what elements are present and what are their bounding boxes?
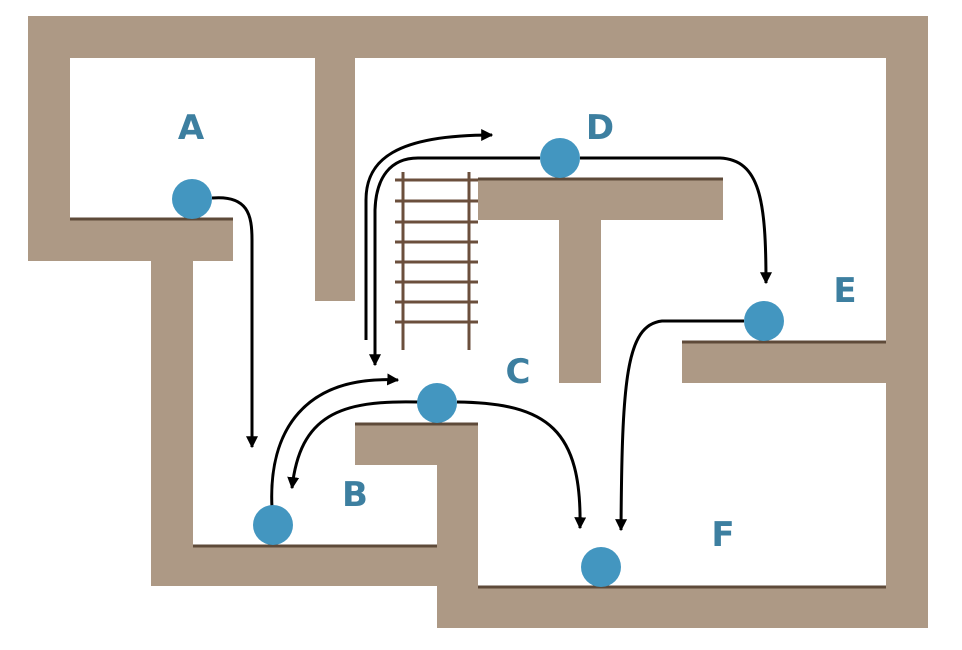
ledge-e <box>682 341 886 383</box>
node-d <box>540 138 580 178</box>
label-a: A <box>178 108 205 148</box>
node-c <box>417 383 457 423</box>
label-b: B <box>342 475 368 515</box>
floor-b <box>151 545 478 586</box>
platform-d <box>478 178 723 220</box>
arrow-b-to-c <box>270 373 400 509</box>
top-wall <box>28 16 928 58</box>
floor-f <box>437 586 928 628</box>
arrow-e-to-f <box>615 319 744 532</box>
arrow-a-to-b <box>211 196 258 449</box>
arrow-d-to-e <box>580 156 772 285</box>
node-e <box>744 301 784 341</box>
node-f <box>581 547 621 587</box>
inner-pillar <box>315 16 355 301</box>
label-c: C <box>506 352 531 392</box>
node-b <box>253 505 293 545</box>
arrow-c-to-b <box>287 400 419 490</box>
right-wall <box>886 16 928 628</box>
node-a <box>172 179 212 219</box>
label-d: D <box>586 108 614 148</box>
ledge-a <box>28 218 233 261</box>
label-f: F <box>711 515 734 555</box>
ladder <box>395 172 478 350</box>
platform-d-stem <box>559 220 601 383</box>
arrow-d-to-b <box>369 156 540 367</box>
left-lower-wall <box>151 261 193 586</box>
label-e: E <box>833 271 856 311</box>
arrow-ladder-up <box>364 129 494 340</box>
ledge-c <box>355 423 478 465</box>
arrow-c-to-f <box>456 400 587 530</box>
